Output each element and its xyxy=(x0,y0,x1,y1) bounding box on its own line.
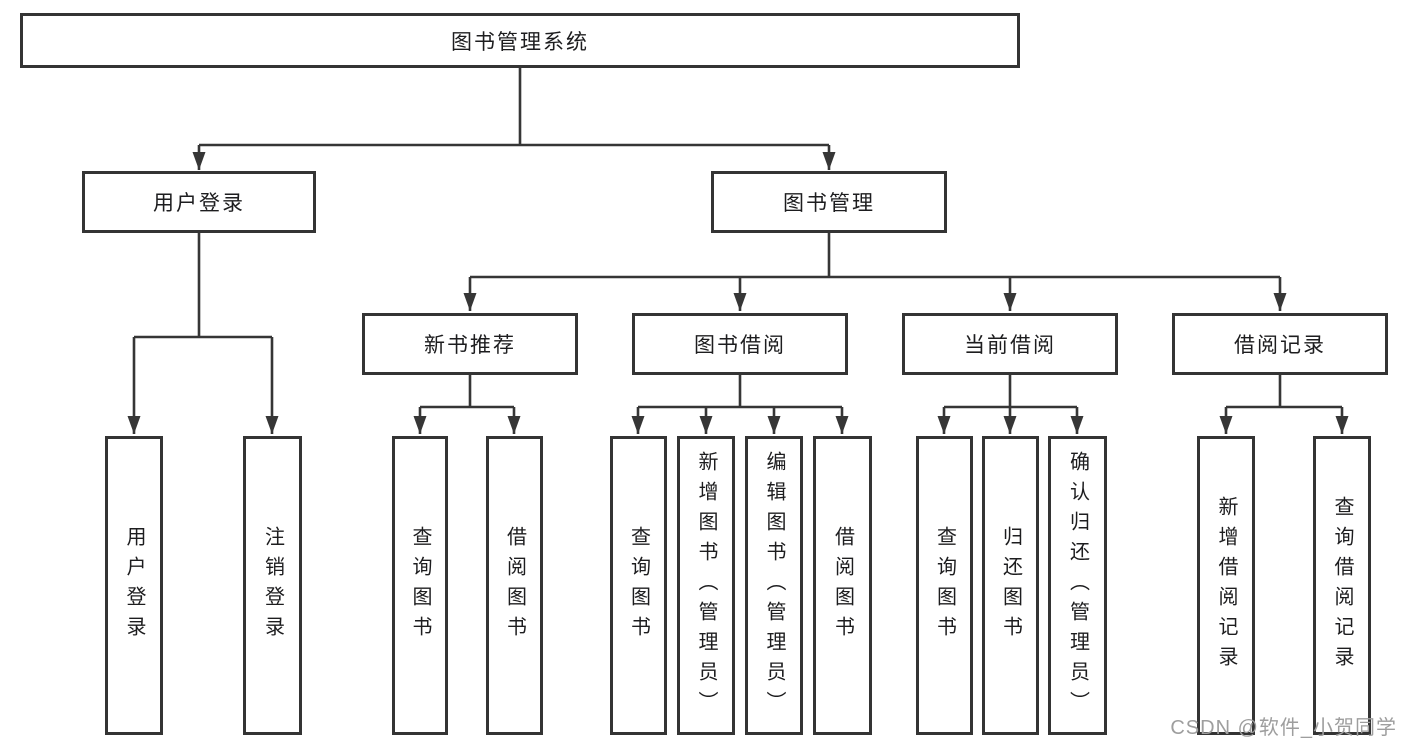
leaf-add-book-admin: 新增图书（管理员） xyxy=(677,436,735,735)
node-book-management: 图书管理 xyxy=(711,171,947,233)
leaf-query-borrow-record: 查询借阅记录 xyxy=(1313,436,1371,735)
node-borrowing-records: 借阅记录 xyxy=(1172,313,1388,375)
leaf-query-book-2: 查询图书 xyxy=(610,436,667,735)
leaf-borrow-book-2: 借阅图书 xyxy=(813,436,872,735)
csdn-watermark: CSDN @软件_小贺同学 xyxy=(1170,717,1397,739)
leaf-borrow-book-1: 借阅图书 xyxy=(486,436,543,735)
leaf-add-borrow-record: 新增借阅记录 xyxy=(1197,436,1255,735)
leaf-query-book-3: 查询图书 xyxy=(916,436,973,735)
leaf-user-login: 用户登录 xyxy=(105,436,163,735)
leaf-edit-book-admin: 编辑图书（管理员） xyxy=(745,436,803,735)
node-library-management-system: 图书管理系统 xyxy=(20,13,1020,68)
leaf-confirm-return-admin: 确认归还（管理员） xyxy=(1048,436,1107,735)
leaf-return-book: 归还图书 xyxy=(982,436,1039,735)
node-user-login: 用户登录 xyxy=(82,171,316,233)
node-current-borrowing: 当前借阅 xyxy=(902,313,1118,375)
node-book-borrowing: 图书借阅 xyxy=(632,313,848,375)
leaf-logout: 注销登录 xyxy=(243,436,302,735)
leaf-query-book-1: 查询图书 xyxy=(392,436,448,735)
node-new-book-recommendation: 新书推荐 xyxy=(362,313,578,375)
